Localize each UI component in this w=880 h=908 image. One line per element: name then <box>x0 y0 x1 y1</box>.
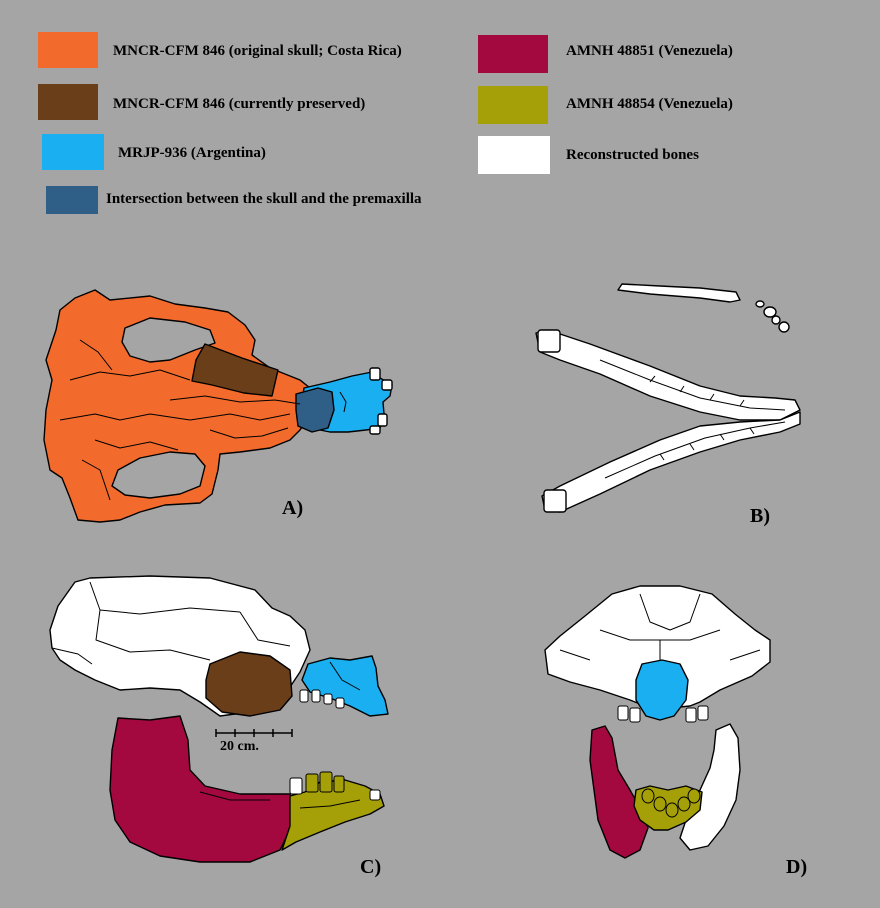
panel-a-skull <box>43 289 393 523</box>
mandible-c-amnh-48851 <box>109 715 297 863</box>
panel-c-skull <box>49 575 389 863</box>
skull-a-intersection <box>295 387 335 433</box>
skull-c-preserved <box>205 651 293 717</box>
legend-swatch-amnh-48854 <box>478 86 548 124</box>
legend-label-intersection: Intersection between the skull and the p… <box>106 191 422 207</box>
panel-label-c: C) <box>360 856 382 878</box>
legend-swatch-mrjp-936 <box>42 134 104 170</box>
tooth-row-b <box>617 283 741 303</box>
legend-label-amnh-48851: AMNH 48851 (Venezuela) <box>566 43 733 59</box>
legend-label-mrjp-936: MRJP-936 (Argentina) <box>118 145 266 161</box>
skull-c-premaxilla <box>301 655 389 717</box>
legend-label-currently-preserved: MNCR-CFM 846 (currently preserved) <box>113 96 366 112</box>
legend-label-original-skull: MNCR-CFM 846 (original skull; Costa Rica… <box>113 43 402 59</box>
skull-a-preserved <box>191 343 279 397</box>
skull-d-reconstructed <box>544 585 771 709</box>
mandible-d-amnh-48851 <box>589 725 649 859</box>
scale-bar-label: 20 cm. <box>220 739 259 754</box>
skull-a-orbit-upper <box>121 317 216 363</box>
legend-label-amnh-48854: AMNH 48854 (Venezuela) <box>566 96 733 112</box>
panel-b-mandible <box>535 283 801 513</box>
panel-label-b: B) <box>750 505 770 527</box>
skull-a-orbit-lower <box>111 451 206 499</box>
legend-swatch-original-skull <box>38 32 98 68</box>
legend-swatch-intersection <box>46 186 98 214</box>
skull-d-premaxilla <box>635 659 689 721</box>
legend-label-reconstructed: Reconstructed bones <box>566 147 699 163</box>
scale-bar <box>215 729 293 737</box>
legend-swatch-reconstructed <box>478 136 550 174</box>
panel-label-d: D) <box>786 856 808 878</box>
skull-a-orange <box>43 289 319 523</box>
mandible-b-upper-ramus <box>535 329 801 421</box>
legend-swatch-amnh-48851 <box>478 35 548 73</box>
panel-d-skull <box>544 585 771 859</box>
mandible-b-lower-ramus <box>541 411 801 513</box>
panel-label-a: A) <box>282 497 304 519</box>
mandible-d-reconstructed <box>679 723 741 851</box>
legend-swatch-currently-preserved <box>38 84 98 120</box>
